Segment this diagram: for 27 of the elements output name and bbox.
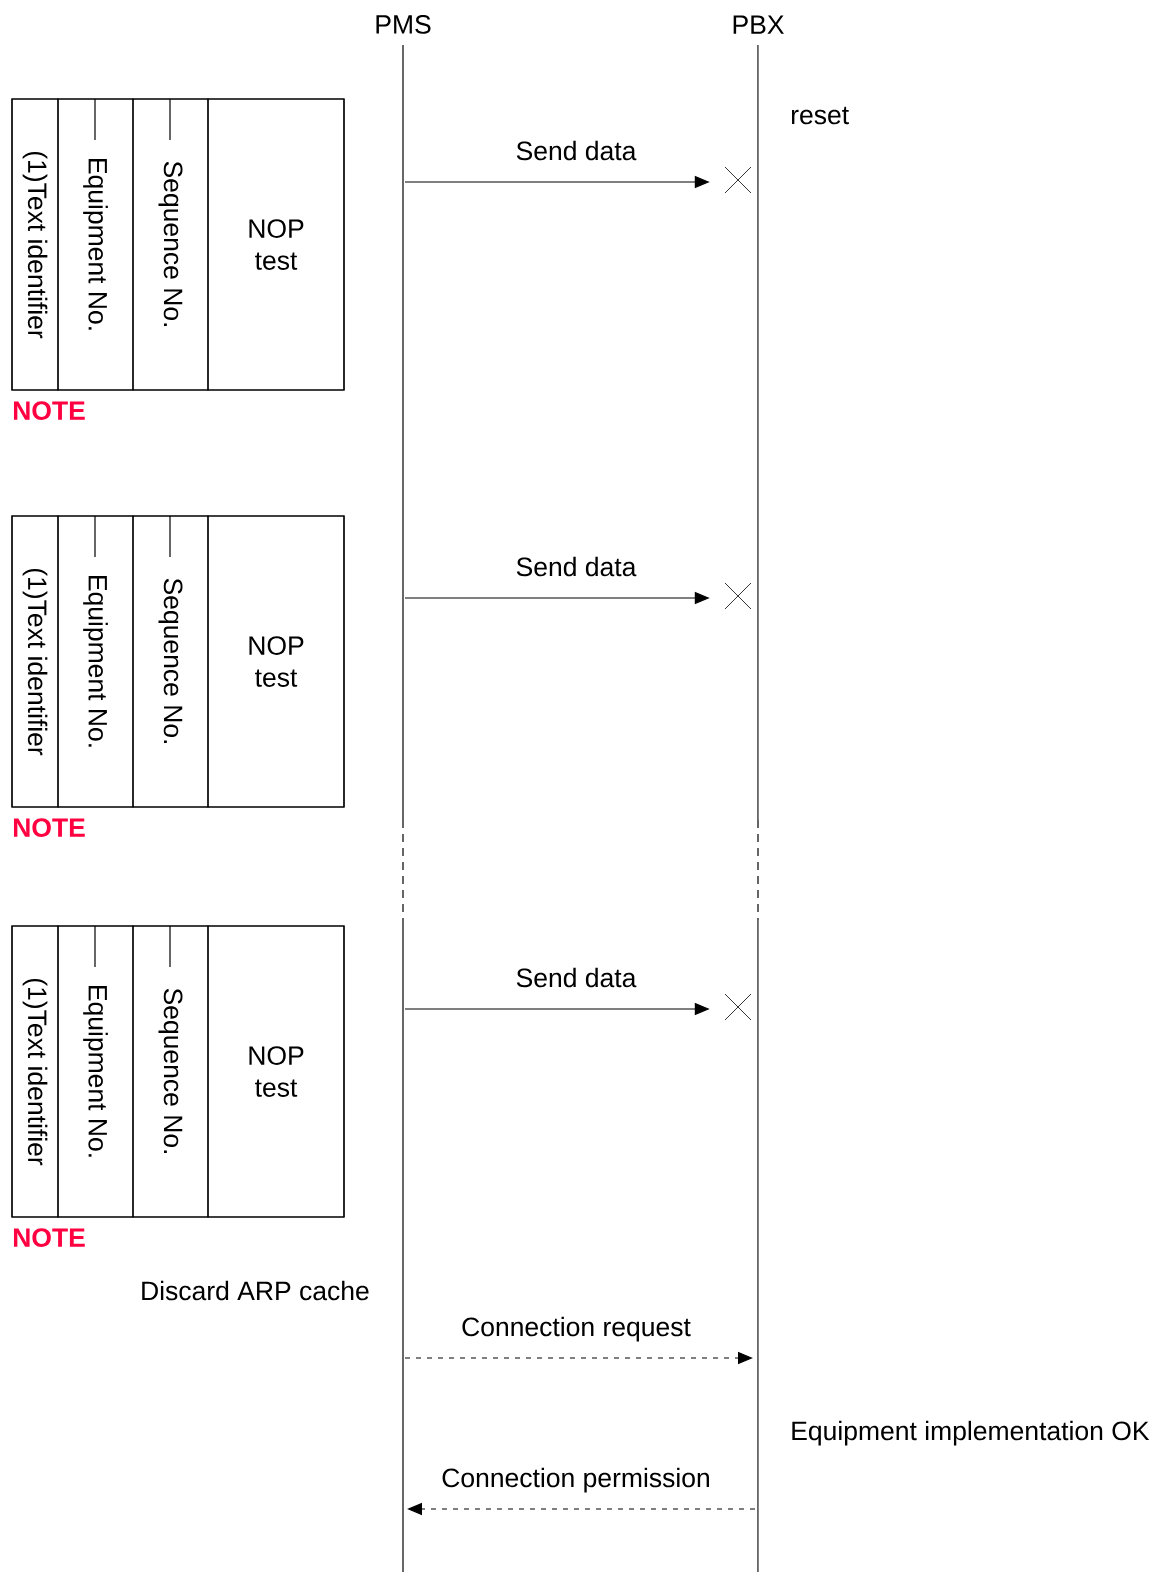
packet-field-cell: NOP test <box>207 925 345 1218</box>
message-label: Send data <box>516 140 637 161</box>
packet-field-cell: Sequence No. <box>132 98 209 391</box>
packet-field-cell: NOP test <box>207 98 345 391</box>
lifeline: PMS <box>376 15 431 1572</box>
note-text: reset <box>791 106 849 125</box>
packet-field-cell: NOP test <box>207 515 345 808</box>
lifeline: PBX <box>733 15 784 1572</box>
note-text: Discard ARP cache <box>142 1280 369 1301</box>
message-label: Connection request <box>462 1316 691 1342</box>
packet-field-cell: (1)Text identifier <box>11 515 59 808</box>
packet-field-cell: (1)Text identifier <box>11 98 59 391</box>
note-label: NOTE <box>13 401 85 420</box>
lost-message-cross <box>724 993 752 1021</box>
lost-message-cross <box>724 582 752 610</box>
lost-message-cross <box>724 166 752 194</box>
packet-field-cell: Equipment No. <box>57 925 134 1218</box>
message-label: Send data <box>516 967 637 988</box>
message-label: Send data <box>516 556 637 577</box>
packet-field-cell: Equipment No. <box>57 515 134 808</box>
note-label: NOTE <box>13 1228 85 1247</box>
packet-field-cell: Sequence No. <box>132 515 209 808</box>
message-label: Connection permission <box>442 1467 709 1493</box>
note-label: NOTE <box>13 818 85 837</box>
packet-field-cell: (1)Text identifier <box>11 925 59 1218</box>
packet-field-cell: Sequence No. <box>132 925 209 1218</box>
packet-field-cell: Equipment No. <box>57 98 134 391</box>
